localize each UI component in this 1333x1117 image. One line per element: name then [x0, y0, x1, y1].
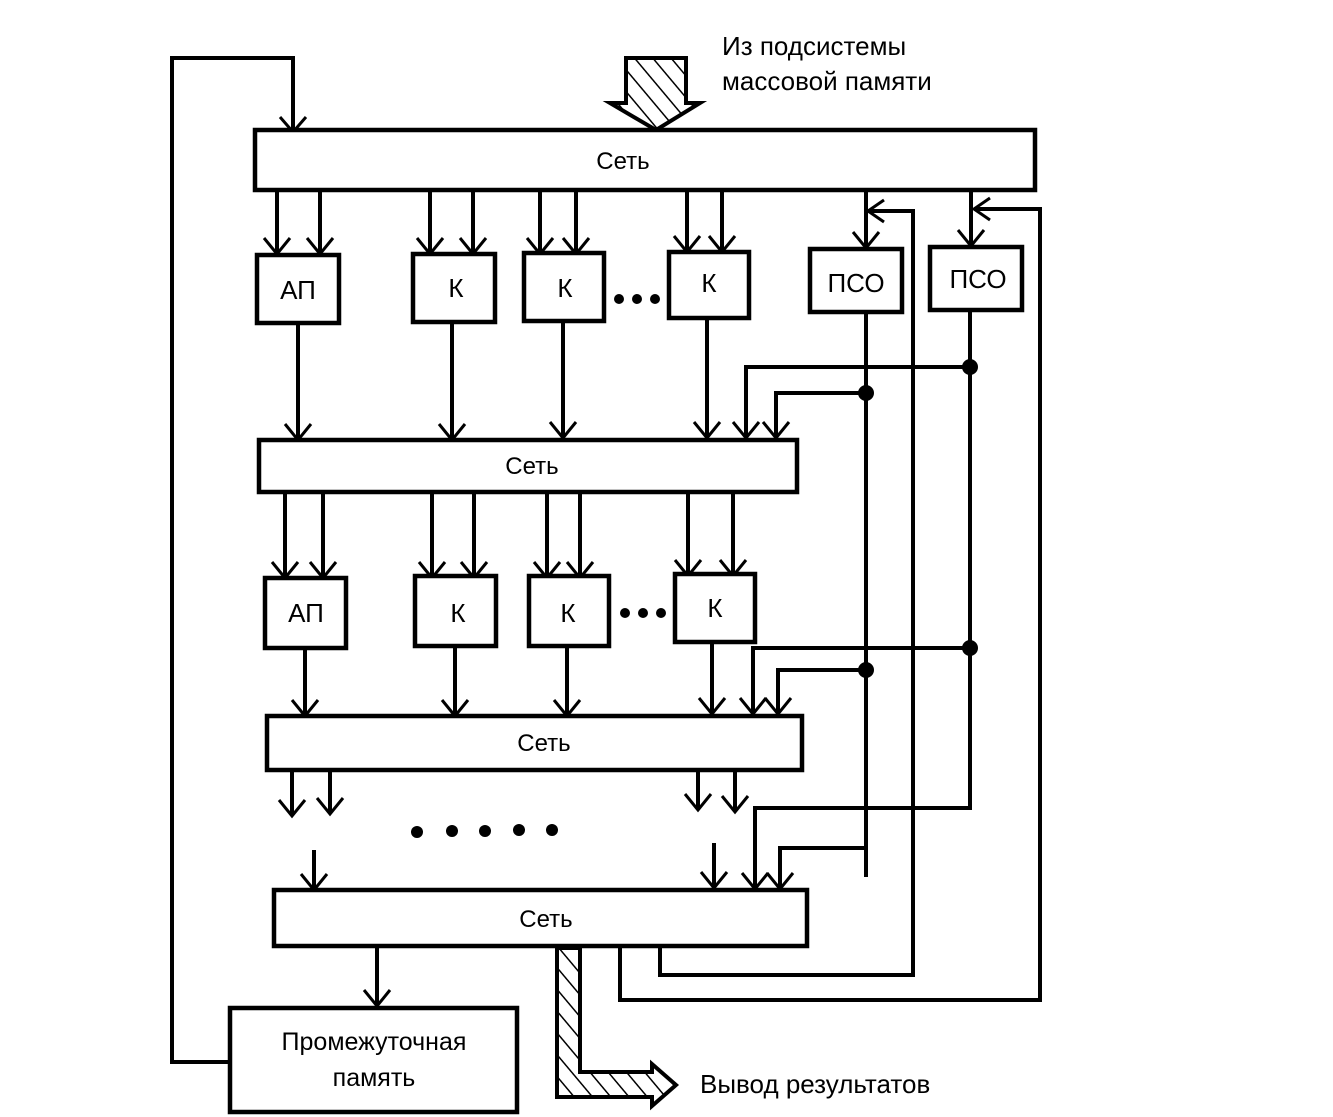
row2-ellipsis	[620, 608, 666, 618]
pso-1: ПСО	[807, 246, 905, 315]
row1-k-n-label: К	[701, 268, 716, 298]
row2-k-n-label: К	[707, 593, 722, 623]
pso-1-label: ПСО	[827, 268, 884, 298]
pso-feedback-lines	[618, 196, 1042, 1002]
row1-to-net2-arrows	[283, 318, 722, 443]
row2-ap-label: АП	[288, 598, 324, 628]
net4-input-arrows	[299, 843, 729, 893]
input-label-line1: Из подсистемы	[722, 31, 906, 61]
net1-to-row1-arrows	[262, 190, 986, 257]
row2-k-2: К	[526, 573, 612, 649]
intermediate-memory-label-line1: Промежуточная	[282, 1028, 467, 1056]
row2-k-1-label: К	[450, 598, 465, 628]
pso-2: ПСО	[927, 244, 1025, 313]
row2-k-1: К	[412, 573, 499, 649]
output-label: Вывод результатов	[700, 1069, 930, 1099]
row2-k-n: К	[672, 571, 758, 645]
row1-k-1-label: К	[448, 273, 463, 303]
row1-k-1: К	[410, 251, 498, 325]
network-1-label: Сеть	[596, 148, 649, 175]
pso-2-label: ПСО	[949, 264, 1006, 294]
network-3-label: Сеть	[517, 730, 570, 757]
row1-ellipsis	[614, 294, 660, 304]
network-2-label: Сеть	[505, 453, 558, 480]
row1-ap: АП	[254, 252, 342, 326]
row1-ap-label: АП	[280, 275, 316, 305]
output-hatched-arrow	[555, 946, 680, 1111]
input-label-line2: массовой памяти	[722, 66, 932, 96]
network-3: Сеть	[264, 713, 805, 773]
row1-k-2: К	[521, 250, 607, 324]
network-2: Сеть	[256, 437, 800, 495]
row2-to-net3-arrows	[290, 642, 727, 719]
row1-k-2-label: К	[557, 273, 572, 303]
network-1: Сеть	[252, 127, 1038, 193]
net4-to-memory-arrow	[362, 946, 392, 1009]
stage-ellipsis	[411, 824, 558, 838]
row2-k-2-label: К	[560, 598, 575, 628]
pso-output-bus	[731, 310, 978, 892]
input-hatched-arrow	[602, 56, 708, 133]
intermediate-memory-label-line2: память	[333, 1064, 416, 1092]
net2-to-row2-arrows	[270, 492, 748, 581]
intermediate-memory: Промежуточная память	[227, 1005, 520, 1115]
net3-output-arrows	[277, 770, 750, 819]
row1-k-n: К	[666, 249, 752, 321]
network-4: Сеть	[271, 887, 810, 949]
row2-ap: АП	[262, 575, 349, 651]
network-4-label: Сеть	[519, 906, 572, 933]
